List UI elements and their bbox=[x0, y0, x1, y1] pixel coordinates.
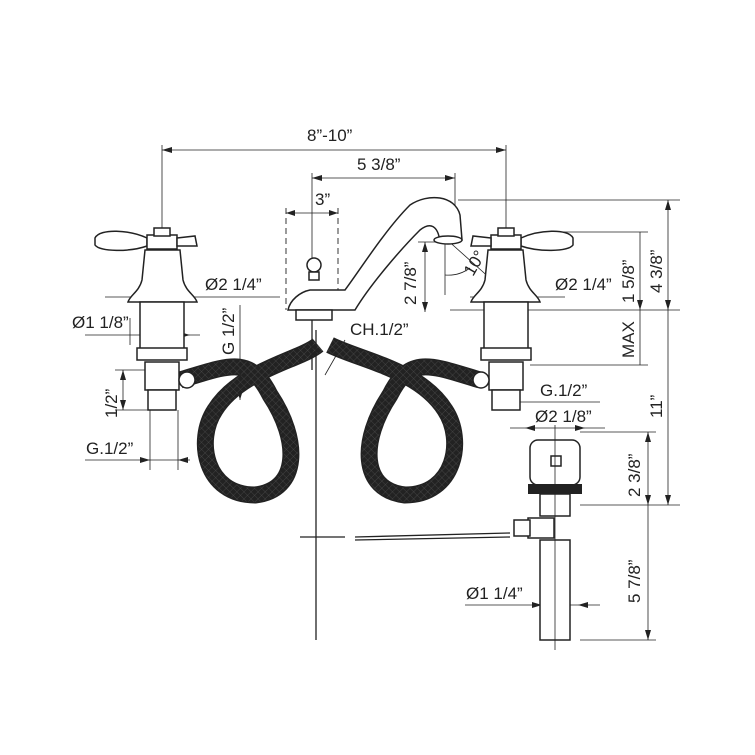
pop-up-rod bbox=[300, 330, 511, 640]
tailpiece-length-label: 5 7/8” bbox=[625, 559, 644, 603]
center-connection-label: G 1/2” bbox=[219, 307, 238, 355]
dimension-lines bbox=[85, 145, 680, 641]
handle-height-label: 1 5/8” bbox=[619, 259, 638, 303]
left-connection-label: G.1/2” bbox=[86, 439, 134, 458]
max-deck-label: MAX bbox=[619, 321, 638, 358]
shank-dia-label: Ø1 1/8” bbox=[72, 313, 129, 332]
spout-assembly bbox=[287, 196, 463, 370]
drain-body-height-label: 2 3/8” bbox=[625, 453, 644, 497]
flexible-hoses bbox=[177, 337, 483, 504]
tailpiece-dia-label: Ø1 1/4” bbox=[466, 584, 523, 603]
spout-outlet-height-label: 2 7/8” bbox=[401, 261, 420, 305]
spout-reach-label: 5 3/8” bbox=[357, 155, 401, 174]
drain-assembly bbox=[513, 425, 582, 650]
drain-flange-dia-label: Ø2 1/8” bbox=[535, 407, 592, 426]
drain-connection-label: G.1/2” bbox=[540, 381, 588, 400]
right-handle-assembly bbox=[470, 227, 574, 411]
left-handle-assembly bbox=[94, 227, 198, 411]
offset-label: 1/2” bbox=[102, 388, 121, 418]
hose-length-label: 11” bbox=[647, 394, 666, 418]
handle-base-dia-right-label: Ø2 1/4” bbox=[555, 275, 612, 294]
shank-thread-label: CH.1/2” bbox=[350, 320, 409, 339]
handle-base-dia-left-label: Ø2 1/4” bbox=[205, 275, 262, 294]
dimension-labels: 8”-10” 5 3/8” 3” 2 7/8” 10° Ø2 1/4” Ø2 1… bbox=[72, 126, 666, 603]
spout-base-width-label: 3” bbox=[315, 190, 330, 209]
faucet-spread-label: 8”-10” bbox=[307, 126, 353, 145]
overall-height-label: 4 3/8” bbox=[647, 249, 666, 293]
